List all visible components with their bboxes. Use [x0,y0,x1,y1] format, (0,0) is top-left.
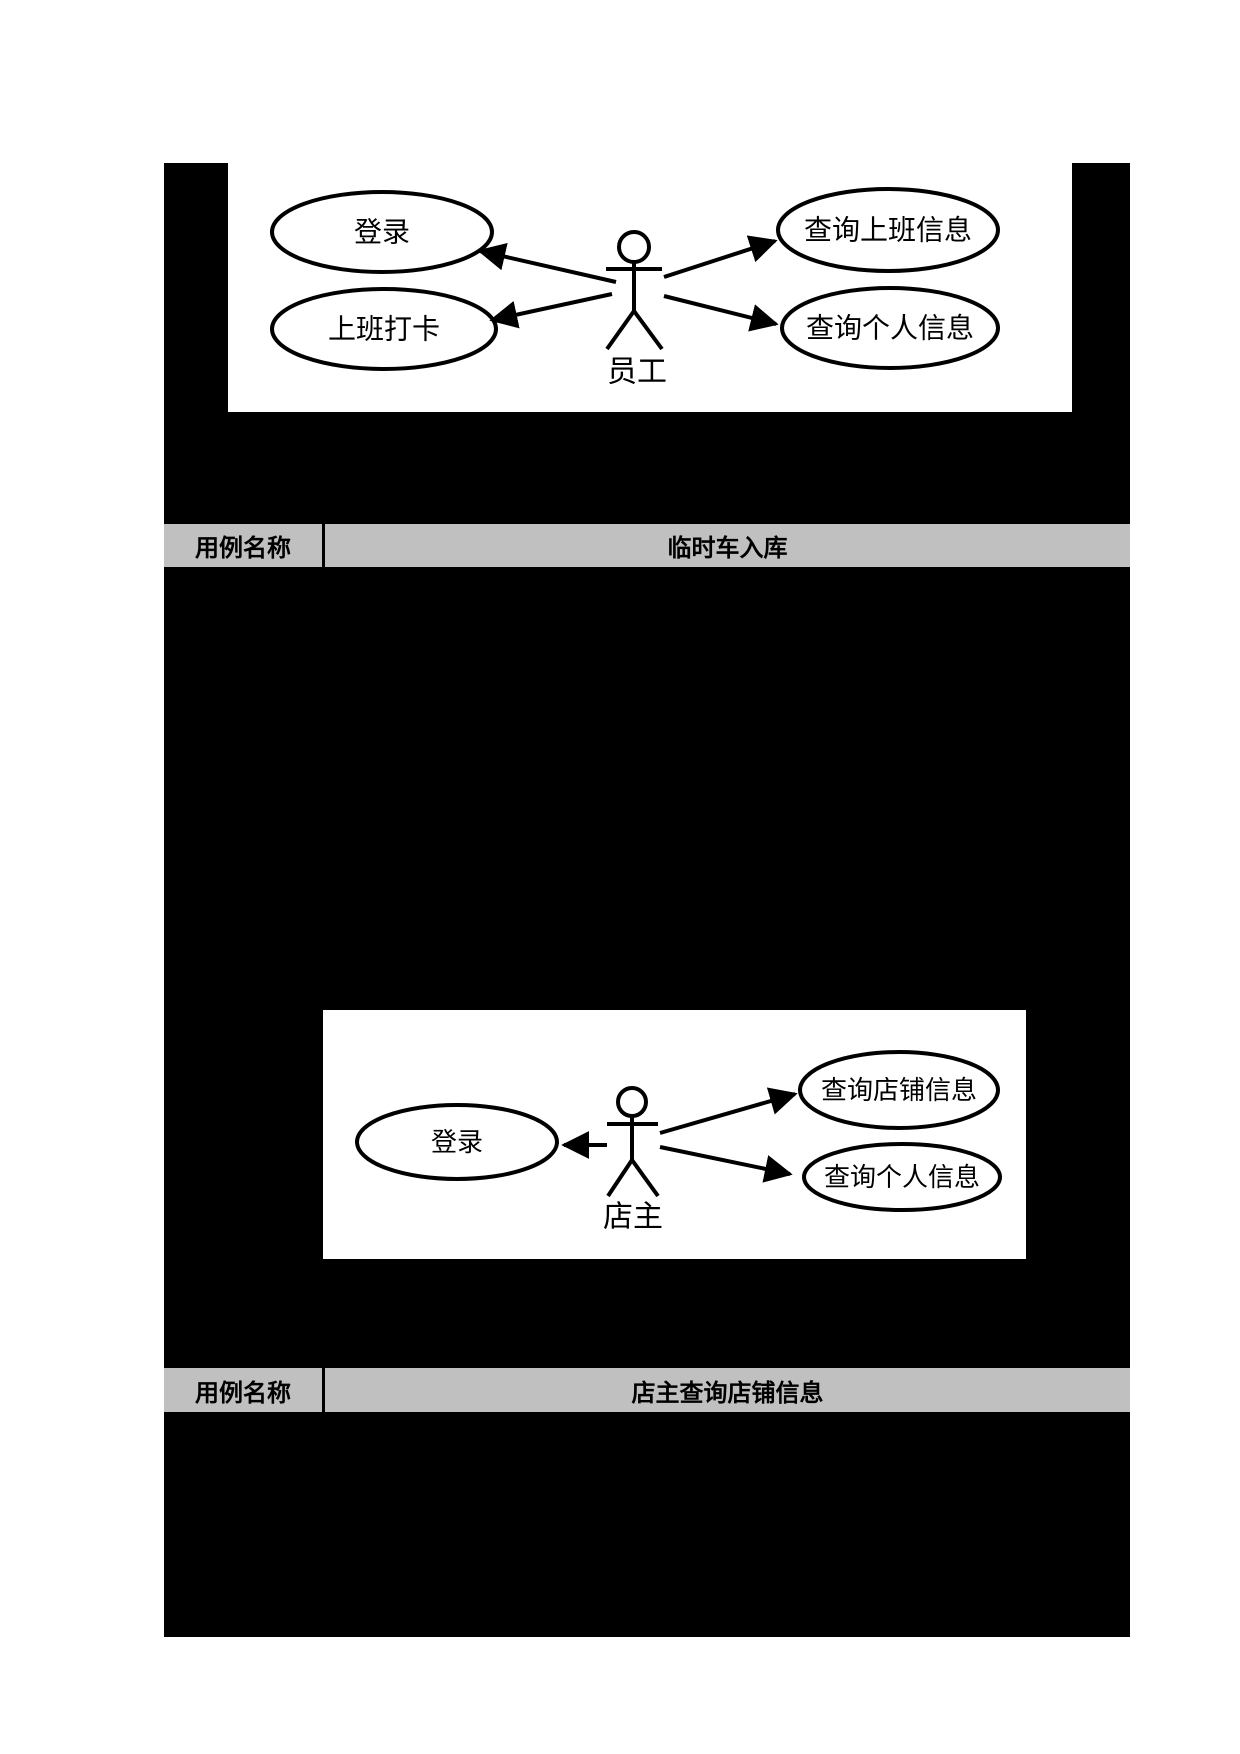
employee-diagram-canvas: 登录 上班打卡 查询上班信息 查询个人信息 员工 [270,187,1000,389]
query-personal-info-usecase-ellipse [780,286,1000,370]
login-usecase-label: 登录 [354,217,410,248]
arrow-to-query-shop-info [659,1087,798,1135]
login-usecase-ellipse-2 [355,1103,559,1181]
shop-owner-actor [606,1086,660,1198]
use-case-title-label-2: 店主查询店铺信息 [631,1379,824,1407]
arrow-to-login [477,242,617,284]
use-case-title-label-1: 临时车入库 [667,535,788,562]
use-case-table-header-1: 用例名称 临时车入库 [164,524,1130,567]
shop-owner-actor-label: 店主 [603,1201,663,1234]
use-case-title-cell-1: 临时车入库 [325,524,1130,567]
clock-in-usecase-label: 上班打卡 [328,314,440,345]
shop-owner-use-case-diagram: 登录 查询店铺信息 查询个人信息 店主 [323,1010,1026,1259]
actor-head-icon [617,230,651,264]
employee-actor [605,230,664,351]
arrow-to-query-work-info [663,235,778,279]
query-shop-info-usecase-ellipse [798,1050,1000,1130]
query-work-info-usecase-label: 查询上班信息 [804,215,972,246]
query-personal-info-usecase-label: 查询个人信息 [806,313,974,344]
employee-use-case-diagram: 登录 上班打卡 查询上班信息 查询个人信息 员工 [228,163,1072,412]
actor-left-leg [605,309,636,351]
actor-head-icon [616,1086,648,1118]
query-personal-info-usecase-ellipse-2 [802,1142,1002,1212]
actor-left-leg [606,1158,634,1198]
query-shop-info-usecase-label: 查询店铺信息 [821,1075,977,1105]
use-case-name-header-cell-1: 用例名称 [164,524,325,567]
use-case-table-header-2: 用例名称 店主查询店铺信息 [164,1368,1130,1412]
query-work-info-usecase-ellipse [776,187,1000,273]
arrow-to-clock-in [489,292,613,329]
employee-actor-label: 员工 [607,356,667,389]
query-personal-info-usecase-label-2: 查询个人信息 [824,1162,980,1192]
arrow-to-query-personal-info [663,294,779,332]
use-case-title-cell-2: 店主查询店铺信息 [325,1368,1130,1412]
login-usecase-ellipse [270,190,494,274]
actor-right-leg [630,1158,660,1198]
use-case-name-header-label-1: 用例名称 [195,535,291,562]
use-case-name-header-label-2: 用例名称 [195,1379,291,1407]
arrow-to-query-personal-info-2 [659,1145,793,1183]
login-usecase-label-2: 登录 [431,1127,483,1157]
clock-in-usecase-ellipse [270,287,498,371]
actor-right-leg [632,309,664,351]
shop-owner-diagram-canvas: 登录 查询店铺信息 查询个人信息 店主 [355,1050,1002,1234]
use-case-name-header-cell-2: 用例名称 [164,1368,325,1412]
